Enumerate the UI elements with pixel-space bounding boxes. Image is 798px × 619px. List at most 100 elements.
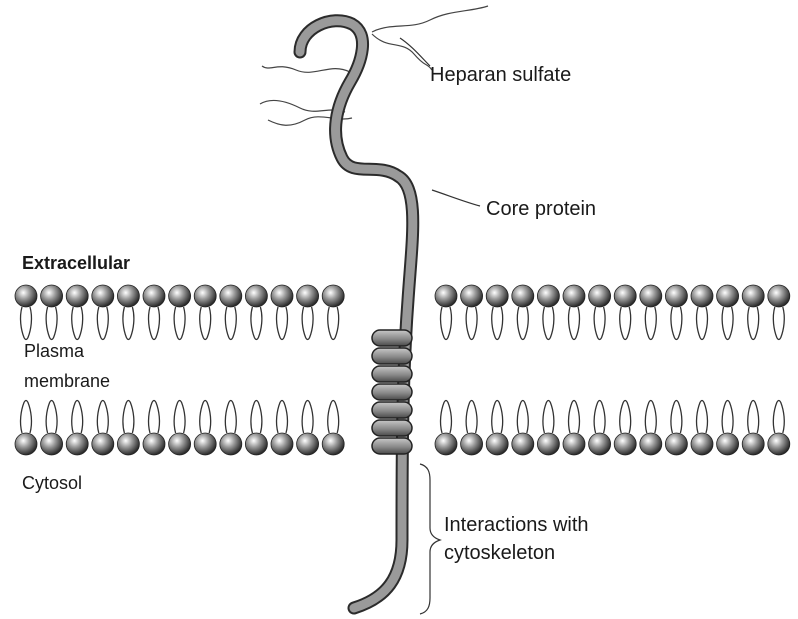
- lipid-head: [41, 433, 63, 455]
- lipid-tail: [174, 401, 185, 434]
- lipid-head: [297, 285, 319, 307]
- interactions-label-line2: cytoskeleton: [444, 543, 555, 563]
- lipid-head: [271, 433, 293, 455]
- lipid-head: [640, 433, 662, 455]
- lipid-tail: [620, 401, 631, 434]
- helix-coil: [372, 438, 412, 454]
- lipid-head: [537, 285, 559, 307]
- lipid-head: [143, 433, 165, 455]
- interactions-label-line1: Interactions with: [444, 515, 589, 535]
- lipid-head: [435, 285, 457, 307]
- heparan-sulfate-label: Heparan sulfate: [430, 65, 571, 85]
- cytoskeleton-bracket: [420, 464, 440, 614]
- helix-coil: [372, 330, 412, 346]
- lipid-head: [717, 285, 739, 307]
- lipid-head: [15, 285, 37, 307]
- glycan-chain: [262, 66, 350, 72]
- cytosol-label: Cytosol: [22, 474, 82, 492]
- lipid-tail: [517, 307, 528, 340]
- lipid-tail: [123, 307, 134, 340]
- lipid-tail: [149, 307, 160, 340]
- lipid-tail: [722, 307, 733, 340]
- lipid-tail: [671, 401, 682, 434]
- helix-coil: [372, 366, 412, 382]
- lipid-head: [66, 285, 88, 307]
- lipid-head: [742, 285, 764, 307]
- lipid-tail: [466, 401, 477, 434]
- lipid-head: [322, 433, 344, 455]
- lipid-tail: [645, 307, 656, 340]
- lipid-tail: [21, 401, 32, 434]
- lipid-head: [220, 433, 242, 455]
- helix-coil: [372, 384, 412, 400]
- heparan-leader: [400, 38, 430, 66]
- lipid-tail: [697, 307, 708, 340]
- lipid-tail: [594, 307, 605, 340]
- lipid-tail: [466, 307, 477, 340]
- lipid-tail: [200, 401, 211, 434]
- lipid-tail: [697, 401, 708, 434]
- lipid-head: [322, 285, 344, 307]
- lipid-tail: [671, 307, 682, 340]
- helix-coil: [372, 402, 412, 418]
- lipid-head: [640, 285, 662, 307]
- lipid-tail: [21, 307, 32, 340]
- lipid-tail: [302, 401, 313, 434]
- lipid-tail: [773, 401, 784, 434]
- lipid-tail: [277, 307, 288, 340]
- lipid-head: [589, 285, 611, 307]
- lipid-tail: [748, 307, 759, 340]
- lipid-head: [486, 433, 508, 455]
- lipid-tail: [569, 401, 580, 434]
- helix-coil: [372, 420, 412, 436]
- lipid-head: [92, 433, 114, 455]
- lipid-tail: [645, 401, 656, 434]
- lipid-head: [665, 285, 687, 307]
- lipid-tail: [46, 401, 57, 434]
- lipid-tail: [149, 401, 160, 434]
- lipid-head: [143, 285, 165, 307]
- lipid-head: [15, 433, 37, 455]
- lipid-tail: [97, 307, 108, 340]
- lipid-head: [194, 285, 216, 307]
- lipid-head: [614, 433, 636, 455]
- lipid-tail: [543, 307, 554, 340]
- lipid-head: [41, 285, 63, 307]
- plasma-label: Plasma: [24, 342, 84, 360]
- lipid-head: [563, 285, 585, 307]
- lipid-head: [220, 285, 242, 307]
- membrane-label: membrane: [24, 372, 110, 390]
- lipid-head: [169, 433, 191, 455]
- lipid-head: [717, 433, 739, 455]
- lipid-head: [117, 433, 139, 455]
- lipid-head: [742, 433, 764, 455]
- core-protein-leader: [432, 190, 480, 206]
- lipid-head: [271, 285, 293, 307]
- lipid-tail: [225, 401, 236, 434]
- lipid-head: [461, 433, 483, 455]
- lipid-head: [92, 285, 114, 307]
- lipid-head: [245, 285, 267, 307]
- lipid-tail: [251, 401, 262, 434]
- lipid-tail: [174, 307, 185, 340]
- lipid-tail: [441, 307, 452, 340]
- lipid-tail: [72, 401, 83, 434]
- lipid-head: [435, 433, 457, 455]
- lipid-tail: [72, 307, 83, 340]
- lipid-tail: [123, 401, 134, 434]
- extracellular-label: Extracellular: [22, 254, 130, 272]
- lipid-head: [768, 433, 790, 455]
- core-protein-label: Core protein: [486, 199, 596, 219]
- lipid-tail: [492, 307, 503, 340]
- lipid-tail: [302, 307, 313, 340]
- lipid-tail: [594, 401, 605, 434]
- lipid-head: [614, 285, 636, 307]
- lipid-head: [665, 433, 687, 455]
- lipid-head: [537, 433, 559, 455]
- lipid-head: [461, 285, 483, 307]
- lipid-tail: [46, 307, 57, 340]
- lipid-head: [589, 433, 611, 455]
- lipid-head: [691, 433, 713, 455]
- transmembrane-helix: [372, 330, 412, 454]
